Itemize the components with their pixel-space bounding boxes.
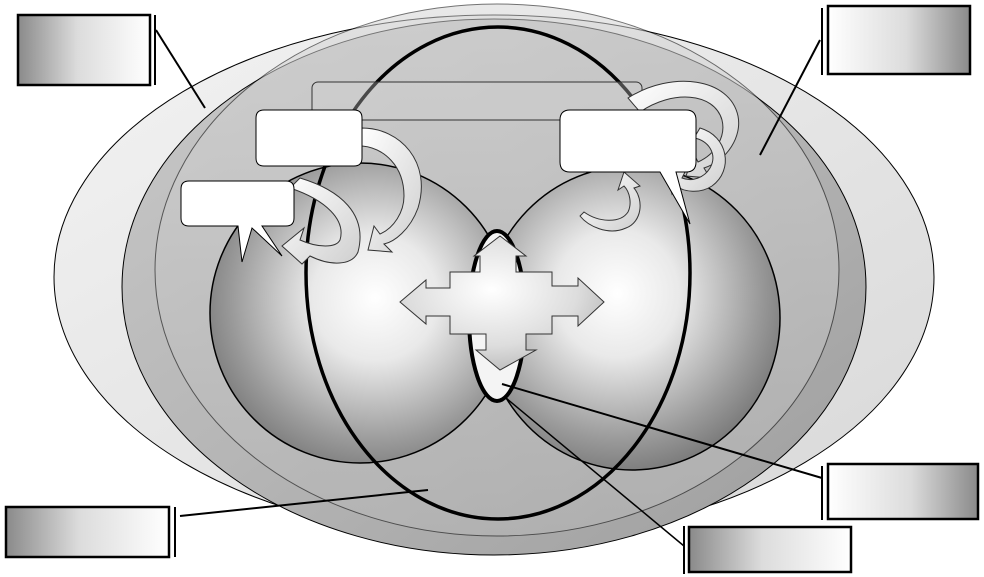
leader-line-top-left	[155, 29, 206, 109]
callout-left-lower	[180, 180, 295, 263]
curved-arrow-left-1	[361, 127, 422, 253]
leader-line-bottom-right	[505, 397, 685, 547]
leader-line-middle-right	[501, 383, 823, 479]
label-box-middle-right	[821, 462, 980, 521]
curved-arrow-left-2	[281, 177, 361, 265]
label-box-top-right	[821, 4, 972, 76]
label-box-bottom-right	[683, 525, 853, 574]
callout-right	[559, 109, 697, 225]
callout-left-upper	[255, 109, 363, 167]
curved-arrow-right-3	[579, 171, 641, 232]
four-way-arrow	[399, 235, 605, 371]
label-box-top-left	[16, 13, 156, 87]
leader-line-bottom-left	[179, 489, 429, 517]
label-box-bottom-left	[4, 505, 176, 559]
vertical-ellipse	[304, 25, 692, 521]
leader-line-top-right	[759, 39, 821, 156]
